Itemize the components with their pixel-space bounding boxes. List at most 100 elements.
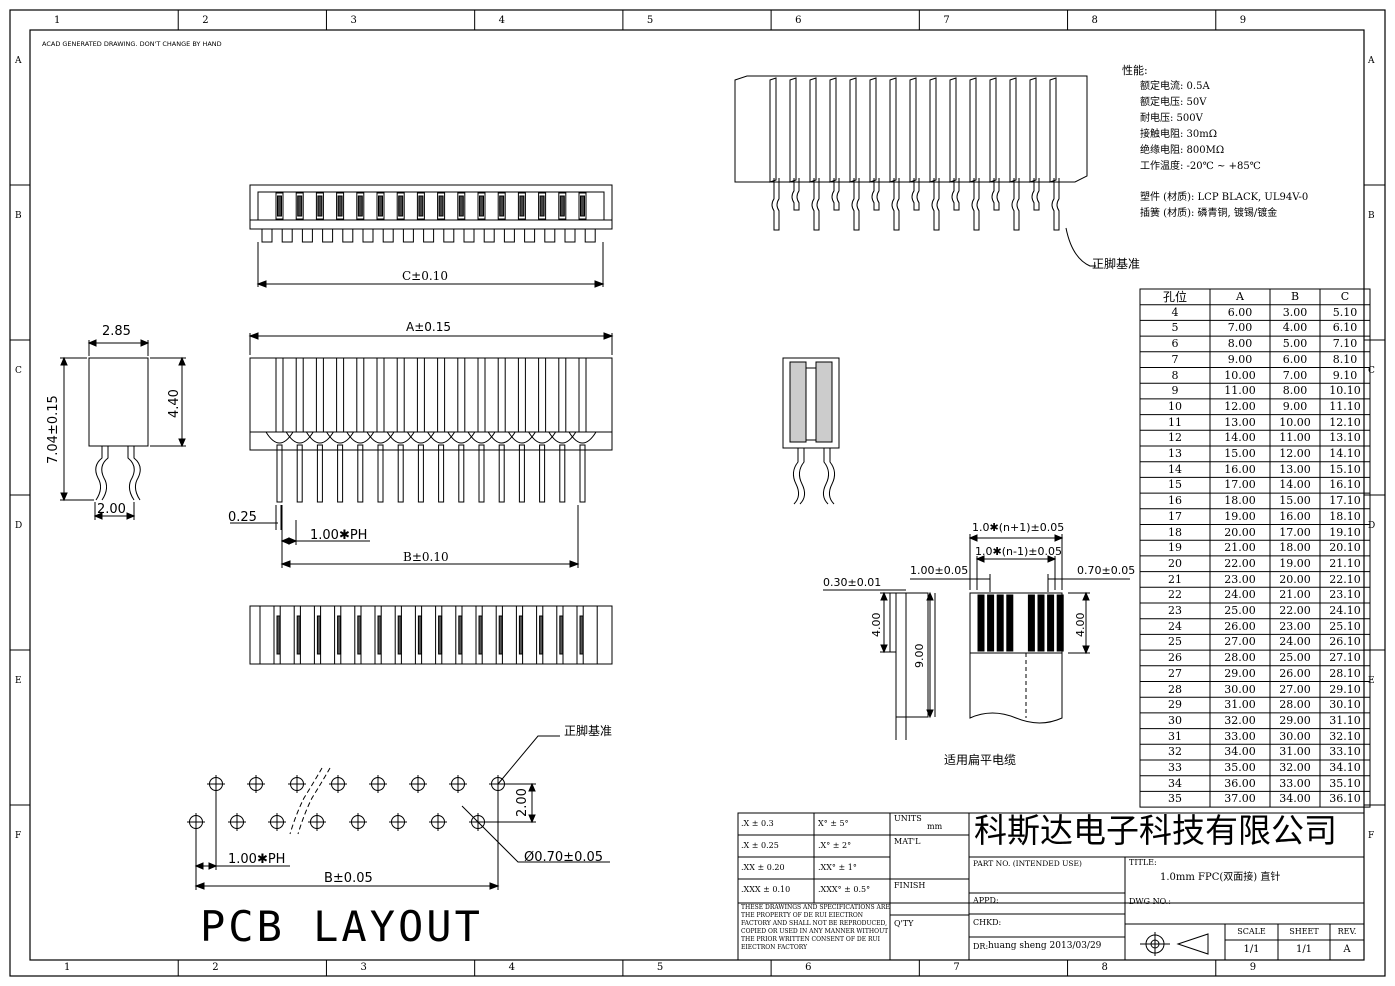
table-cell: 33.10 xyxy=(1329,745,1361,759)
top-view-contact-fill xyxy=(317,195,323,217)
front-view-pin xyxy=(539,444,546,503)
top-view-contact-fill xyxy=(580,195,585,217)
table-cell: 15.00 xyxy=(1224,447,1256,460)
top-view-tooth xyxy=(402,228,414,243)
table-cell: 6.00 xyxy=(1227,305,1253,319)
front-view-arc xyxy=(427,431,456,444)
table-cell: 26.00 xyxy=(1279,666,1311,680)
dim-pitch: 1.00✱PH xyxy=(310,528,368,543)
top-view-contact xyxy=(437,192,446,220)
iso-fin xyxy=(1049,77,1057,183)
front-view-arc xyxy=(265,431,294,444)
table-cell: 15 xyxy=(1168,478,1182,492)
dim-pcb-row-spacing: 2.00 xyxy=(515,788,530,817)
table-cell: 21 xyxy=(1168,572,1182,586)
section-view xyxy=(782,357,840,505)
row-label-left: F xyxy=(15,831,22,841)
top-view-contact xyxy=(295,192,304,220)
cable-trace xyxy=(1006,594,1014,652)
iso-fin xyxy=(1009,77,1017,183)
top-view-contact xyxy=(517,192,526,220)
top-view-contact xyxy=(315,192,324,220)
title-block xyxy=(737,812,1365,961)
bottom-view xyxy=(249,605,613,665)
bottom-view-contact xyxy=(417,615,422,655)
row-label-left: D xyxy=(15,521,23,531)
table-cell: 29.00 xyxy=(1224,666,1256,680)
bottom-view-contact xyxy=(458,615,463,655)
column-label-bottom: 5 xyxy=(656,962,664,973)
tol-xx: .XX ± 0.20 xyxy=(741,863,785,872)
table-cell: 33 xyxy=(1168,761,1182,774)
front-view-pin xyxy=(478,444,485,503)
top-view-contact-fill xyxy=(499,195,505,217)
table-cell: 24.00 xyxy=(1224,588,1256,602)
front-view-arc xyxy=(447,431,476,444)
table-cell: 34.00 xyxy=(1279,792,1311,806)
table-cell: 17.00 xyxy=(1224,478,1256,492)
table-cell: 20 xyxy=(1168,556,1182,570)
spec-rated-voltage: 额定电压: 50V xyxy=(1140,97,1207,108)
front-view-arc xyxy=(326,431,355,444)
table-cell: 30.10 xyxy=(1329,698,1361,712)
top-view-tooth xyxy=(281,228,293,243)
table-cell: 31.10 xyxy=(1329,713,1361,727)
table-cell: 24.10 xyxy=(1329,604,1361,617)
column-label-top: 3 xyxy=(350,15,357,26)
top-view-contact xyxy=(416,192,425,220)
table-cell: 21.00 xyxy=(1224,541,1256,555)
table-cell: 13 xyxy=(1168,447,1182,460)
rev-value: A xyxy=(1343,944,1351,955)
bottom-view-slot xyxy=(320,605,336,665)
table-cell: 23.10 xyxy=(1329,588,1361,602)
table-cell: 10.00 xyxy=(1224,368,1256,382)
table-cell: 22.10 xyxy=(1329,572,1361,586)
iso-pin xyxy=(1031,178,1040,211)
table-cell: 31 xyxy=(1168,729,1182,743)
table-cell: 14.00 xyxy=(1224,431,1256,445)
bottom-view-slot xyxy=(461,605,477,665)
table-cell: 11.00 xyxy=(1279,431,1311,445)
table-cell: 7.00 xyxy=(1227,321,1253,335)
tol-xxx-deg: .XXX° ± 0.5° xyxy=(818,885,871,894)
top-view-tooth xyxy=(423,228,435,243)
row-label-left: C xyxy=(15,366,22,376)
table-cell: 18.00 xyxy=(1279,541,1311,555)
pcb-positive-pin-ref-label: 正脚基准 xyxy=(564,724,613,738)
top-view-contact-fill xyxy=(398,195,404,217)
front-view-pin xyxy=(559,444,566,503)
front-view-pin xyxy=(458,444,465,503)
row-label-right: A xyxy=(1368,56,1375,66)
border-ticks xyxy=(10,10,1385,976)
table-cell: 24.00 xyxy=(1279,635,1311,649)
table-cell: 16.00 xyxy=(1224,462,1256,476)
front-view-arc xyxy=(346,431,375,444)
table-cell: 26 xyxy=(1168,651,1182,665)
top-view-contact xyxy=(356,192,365,220)
top-view-contact xyxy=(336,192,345,220)
table-cell: 25.00 xyxy=(1224,604,1256,617)
iso-pin xyxy=(771,178,780,231)
positive-pin-ref-label: 正脚基准 xyxy=(1092,257,1141,271)
table-cell: 5.00 xyxy=(1282,337,1308,351)
table-cell: 16.00 xyxy=(1279,509,1311,523)
column-label-top: 2 xyxy=(202,15,209,26)
front-view-arc xyxy=(285,431,314,444)
scale-value: 1/1 xyxy=(1243,944,1260,955)
top-view-tooth xyxy=(362,228,374,243)
spec-operating-temp: 工作温度: -20℃ ~ +85℃ xyxy=(1140,161,1261,172)
iso-fin xyxy=(889,77,897,183)
spec-insulation-resistance: 绝缘电阻: 800MΩ xyxy=(1140,145,1225,156)
matl-label: MAT'L xyxy=(894,837,921,846)
table-cell: 22.00 xyxy=(1224,556,1256,570)
table-cell: 11 xyxy=(1168,415,1182,429)
column-label-top: 6 xyxy=(795,15,802,26)
column-label-top: 4 xyxy=(498,15,506,26)
front-view-pin xyxy=(438,444,445,503)
bottom-view-contact xyxy=(579,615,584,655)
row-label-left: E xyxy=(15,676,22,686)
dim-b: B±0.10 xyxy=(403,550,449,564)
cable-trace xyxy=(1037,594,1045,652)
table-cell: 36.00 xyxy=(1224,776,1256,790)
table-cell: 27.00 xyxy=(1279,682,1311,696)
